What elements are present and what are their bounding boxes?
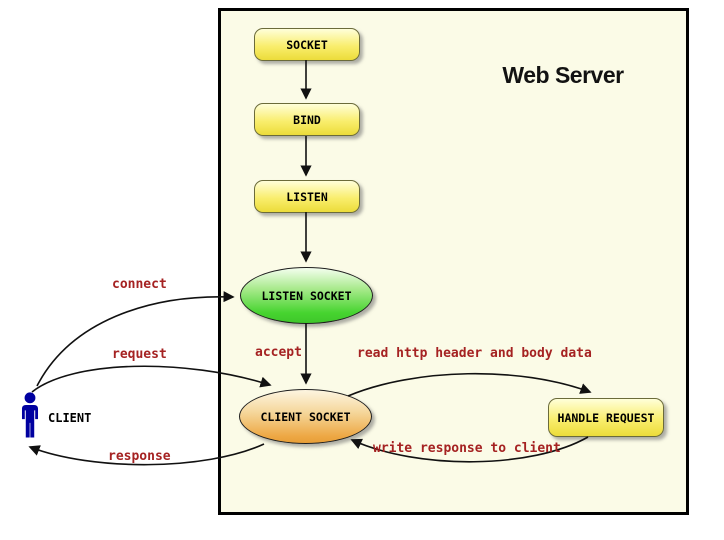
client-socket-node: CLIENT SOCKET: [239, 389, 372, 444]
listen-node: LISTEN: [254, 180, 360, 213]
arrow-connect: [36, 291, 235, 387]
write-response-edge-label: write response to client: [373, 441, 561, 456]
listen-socket-node: LISTEN SOCKET: [240, 267, 373, 324]
client-label: CLIENT: [48, 411, 92, 425]
bind-node: BIND: [254, 103, 360, 136]
diagram-title: Web Server: [502, 62, 624, 88]
request-edge-label: request: [112, 347, 167, 362]
read-http-edge-label: read http header and body data: [357, 346, 592, 361]
handle-request-node: HANDLE REQUEST: [548, 398, 664, 437]
accept-edge-label: accept: [255, 345, 302, 360]
socket-node: SOCKET: [254, 28, 360, 61]
connect-edge-label: connect: [112, 277, 167, 292]
response-edge-label: response: [108, 449, 171, 464]
client-person-icon: [21, 392, 39, 438]
